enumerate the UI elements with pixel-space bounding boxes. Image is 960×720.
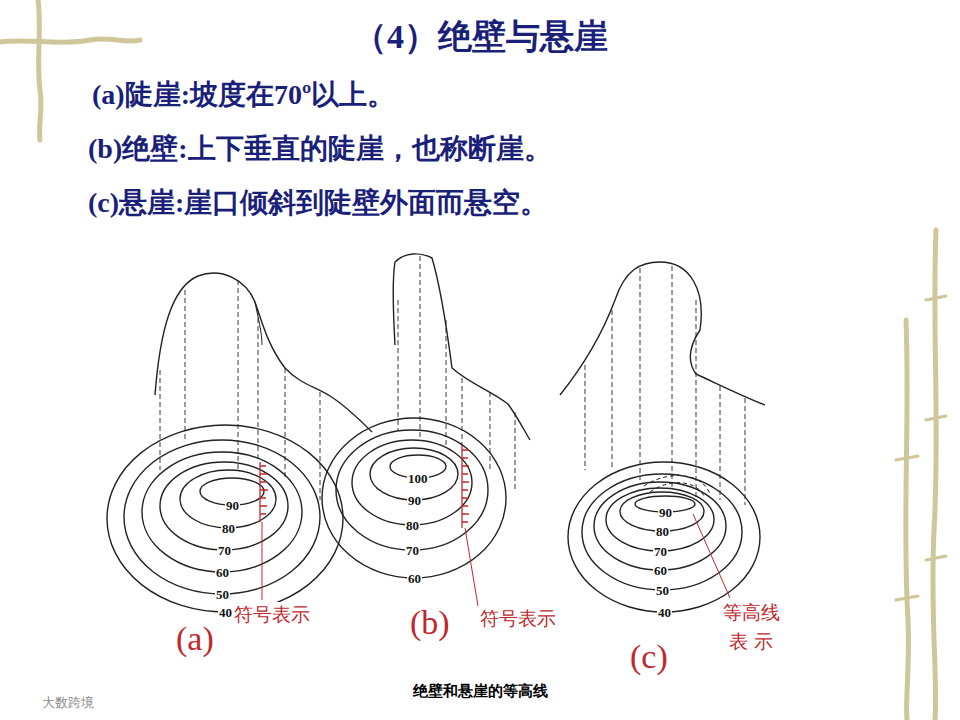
- contour-note: 等高线 表 示: [720, 598, 782, 655]
- contour-value: 50: [215, 588, 230, 601]
- contour-value: 80: [655, 525, 670, 538]
- symbol-note: 符号表示: [232, 602, 312, 628]
- contour-value: 90: [407, 494, 422, 507]
- contour-value: 90: [658, 506, 673, 519]
- slide-title: （4）绝壁与悬崖: [353, 14, 608, 60]
- contour-value: 90: [225, 499, 240, 512]
- hill-a: [107, 273, 372, 612]
- leader-line-c: [693, 514, 730, 598]
- figure-caption: 绝壁和悬崖的等高线: [413, 682, 548, 701]
- definition-line: (a)陡崖:坡度在70º以上。: [92, 76, 395, 114]
- hill-b: [322, 254, 530, 578]
- definition-line: (b)绝壁:上下垂直的陡崖，也称断崖。: [88, 130, 552, 168]
- contour-value: 70: [217, 544, 232, 557]
- contour-value: 100: [407, 472, 429, 485]
- contour-value: 50: [655, 584, 670, 597]
- contour-value: 60: [653, 564, 668, 577]
- cliff-symbol-b: [462, 445, 478, 606]
- contour-value: 80: [221, 522, 236, 535]
- contour-value: 60: [215, 566, 230, 579]
- definition-line: (c)悬崖:崖口倾斜到陡壁外面而悬空。: [88, 184, 548, 222]
- symbol-note: 符号表示: [478, 606, 558, 632]
- contour-value: 40: [657, 606, 672, 619]
- panel-letter: (c): [630, 638, 668, 676]
- contour-value: 70: [653, 545, 668, 558]
- watermark: 大数跨境: [42, 694, 94, 712]
- panel-letter: (a): [176, 620, 214, 658]
- hill-c: [560, 262, 765, 612]
- cliff-symbol-a: [260, 462, 268, 600]
- contour-value: 70: [405, 544, 420, 557]
- contour-value: 60: [407, 572, 422, 585]
- contour-value: 40: [218, 606, 233, 619]
- contour-value: 80: [405, 519, 420, 532]
- panel-letter: (b): [410, 604, 450, 642]
